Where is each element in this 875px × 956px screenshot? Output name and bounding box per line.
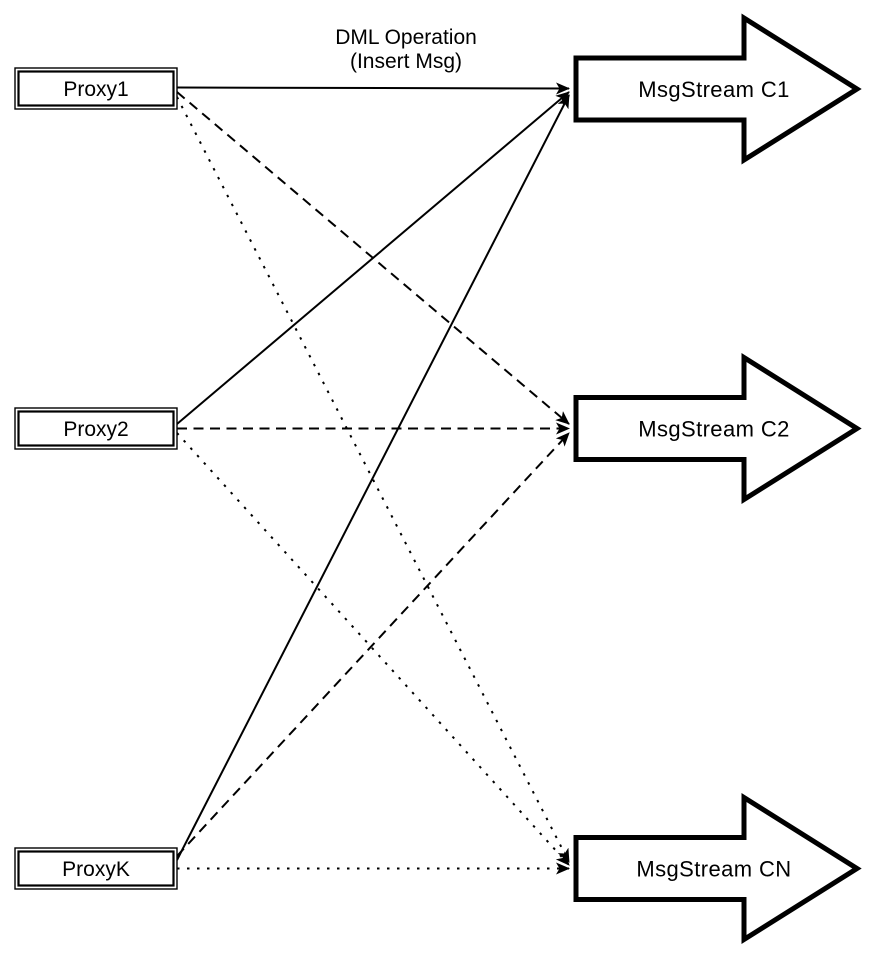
proxyk-label: ProxyK — [62, 858, 130, 881]
proxy-node-2: Proxy2 — [14, 407, 178, 450]
msgstream-c2-label: MsgStream C2 — [638, 417, 790, 442]
edge-proxy2-to-msgstream-cn — [176, 432, 570, 866]
edge-proxy1-to-msgstream-c2 — [176, 91, 570, 425]
annotation: DML Operation (Insert Msg) — [335, 26, 477, 73]
proxy-node-1: Proxy1 — [14, 67, 178, 110]
msgstream-c1-arrow — [573, 13, 862, 165]
proxy-node-k: ProxyK — [14, 847, 178, 890]
edge-proxy1-to-msgstream-c1 — [176, 82, 570, 95]
annotation-line2: (Insert Msg) — [350, 50, 462, 73]
proxy2-label: Proxy2 — [63, 418, 128, 441]
msgstream-c2-arrow — [573, 352, 862, 505]
proxy2-box — [17, 410, 175, 447]
msgstream-node-c2: MsgStream C2 — [573, 352, 862, 505]
msgstream-cn-label: MsgStream CN — [636, 857, 791, 882]
msgstream-cn-arrow — [573, 792, 862, 945]
proxy1-label: Proxy1 — [63, 78, 128, 101]
edge-proxyk-to-msgstream-c1 — [176, 94, 570, 861]
proxy1-box — [17, 70, 175, 107]
annotation-line1: DML Operation — [335, 26, 477, 49]
proxyk-box — [17, 850, 175, 887]
msgstream-node-cn: MsgStream CN — [573, 792, 862, 945]
msgstream-c1-label: MsgStream C1 — [638, 77, 790, 102]
edge-proxyk-to-msgstream-c2 — [176, 432, 570, 857]
msgstream-node-c1: MsgStream C1 — [573, 13, 862, 165]
